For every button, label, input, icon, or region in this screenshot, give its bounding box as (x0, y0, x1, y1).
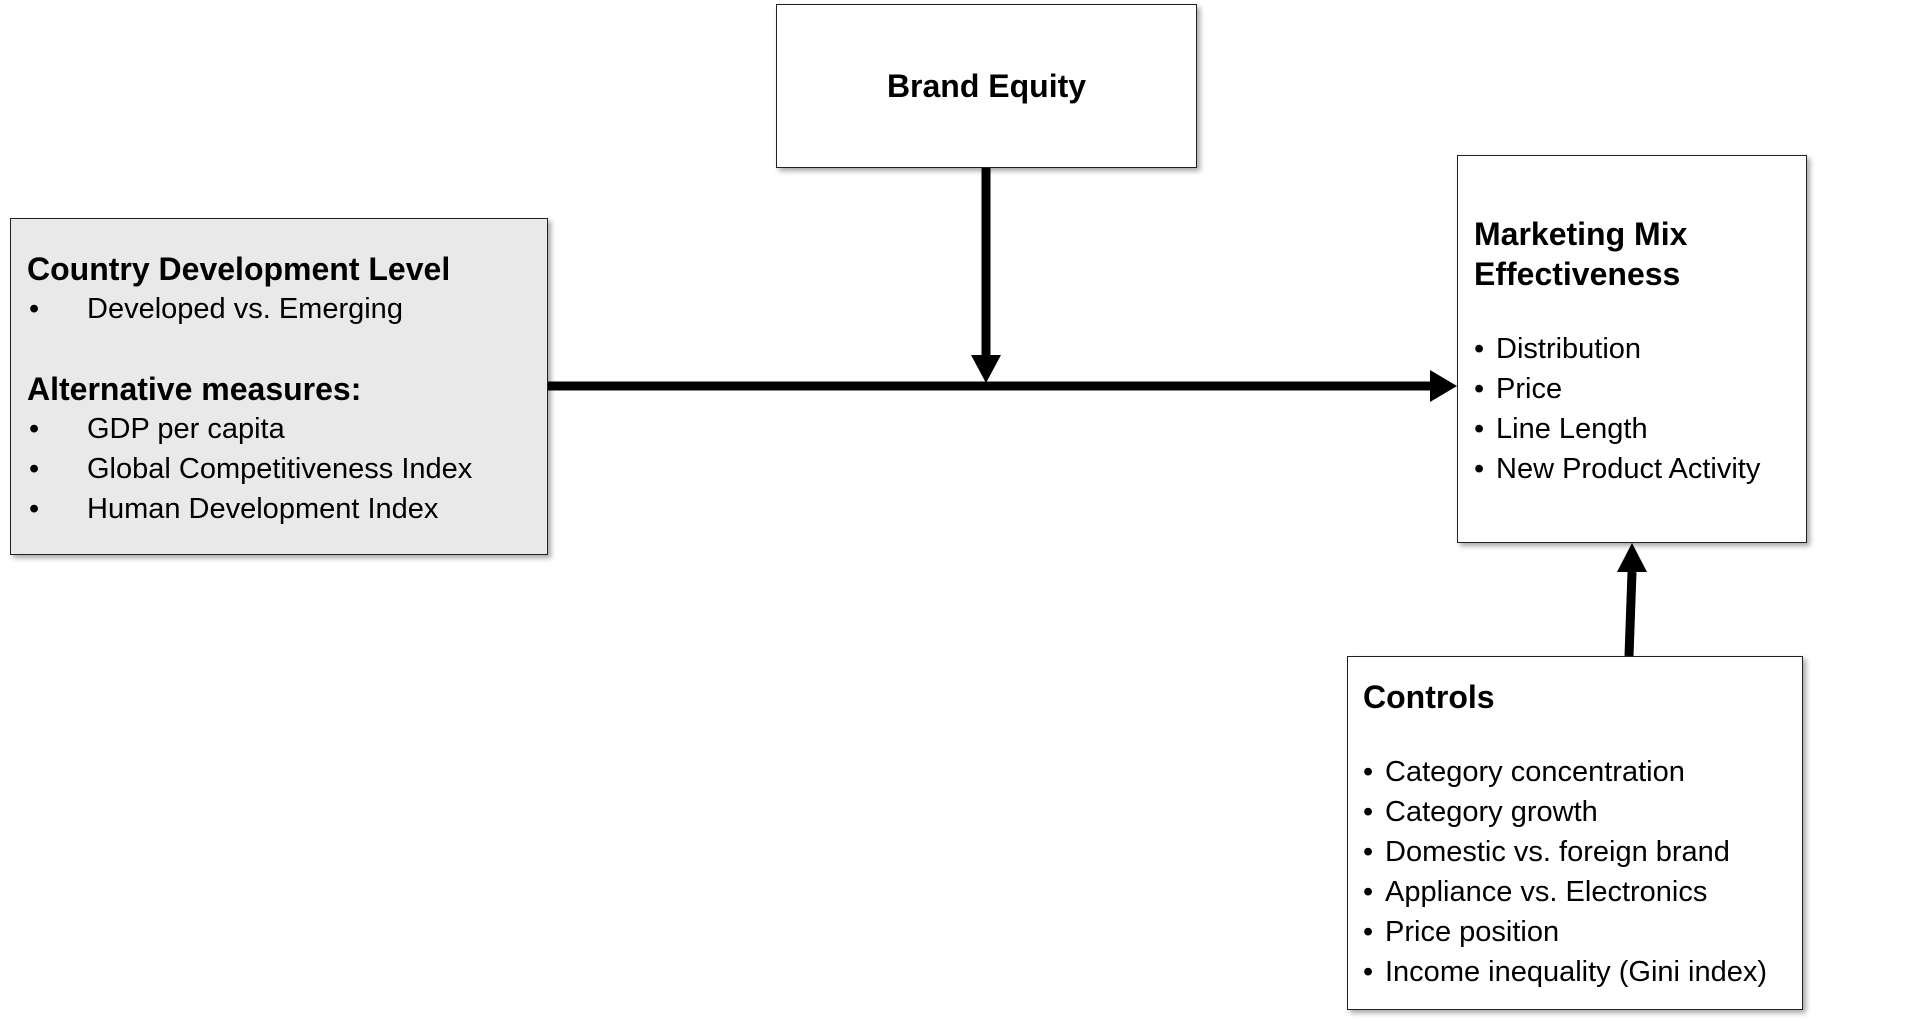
brand-equity-title: Brand Equity (886, 67, 1087, 104)
bullet: • (1474, 333, 1485, 365)
bullet: • (1474, 373, 1485, 405)
controls-arrow-line (1624, 571, 1637, 657)
bullet: • (1363, 876, 1374, 908)
list-item: • Income inequality (Gini index) (1363, 952, 1787, 992)
item-text: Line Length (1496, 413, 1648, 445)
list-item: • GDP per capita (27, 409, 531, 449)
item-text: GDP per capita (87, 413, 285, 445)
list-item: • Human Development Index (27, 489, 531, 529)
item-text: Distribution (1496, 333, 1642, 365)
item-text: Global Competitiveness Index (87, 453, 473, 485)
brand-equity-box: Brand Equity (776, 4, 1197, 168)
item-text: Category growth (1385, 796, 1598, 828)
marketing-mix-list: • Distribution • Price • Line Length • New P… (1474, 329, 1790, 489)
bullet: • (1363, 756, 1374, 788)
bullet: • (1363, 836, 1374, 868)
marketing-mix-box: Marketing Mix Effectiveness • Distributio… (1457, 155, 1807, 543)
controls-box: Controls • Category concentration • Catego… (1347, 656, 1803, 1010)
alternative-measures-list: • GDP per capita • Global Competitiveness … (27, 409, 531, 529)
country-development-box: Country Development Level • Developed vs.… (10, 218, 548, 555)
list-item: • Appliance vs. Electronics (1363, 872, 1787, 912)
bullet: • (29, 413, 40, 445)
bullet: • (29, 453, 40, 485)
list-item: • Category growth (1363, 792, 1787, 832)
controls-list: • Category concentration • Category growth… (1363, 752, 1787, 992)
controls-arrowhead (1617, 543, 1647, 572)
list-item: • New Product Activity (1474, 449, 1790, 489)
list-item: • Price (1474, 369, 1790, 409)
bullet: • (1474, 453, 1485, 485)
marketing-mix-title-line1: Marketing Mix (1474, 216, 1688, 252)
bullet: • (29, 493, 40, 525)
list-item: • Line Length (1474, 409, 1790, 449)
item-text: Appliance vs. Electronics (1385, 876, 1708, 908)
bullet: • (29, 293, 40, 325)
bullet: • (1474, 413, 1485, 445)
list-item: • Developed vs. Emerging (27, 289, 531, 329)
list-item: • Domestic vs. foreign brand (1363, 832, 1787, 872)
controls-title: Controls (1363, 679, 1495, 715)
item-text: Price position (1385, 916, 1560, 948)
list-item: • Category concentration (1363, 752, 1787, 792)
list-item: • Global Competitiveness Index (27, 449, 531, 489)
list-item: • Distribution (1474, 329, 1790, 369)
item-text: New Product Activity (1496, 453, 1761, 485)
item-text: Developed vs. Emerging (87, 293, 403, 325)
item-text: Human Development Index (87, 493, 439, 525)
bullet: • (1363, 916, 1374, 948)
list-item: • Price position (1363, 912, 1787, 952)
bullet: • (1363, 796, 1374, 828)
country-development-list: • Developed vs. Emerging (27, 289, 531, 329)
country-development-title: Country Development Level (27, 251, 451, 287)
item-text: Price (1496, 373, 1563, 405)
moderation-arrowhead (971, 355, 1001, 383)
item-text: Income inequality (Gini index) (1385, 956, 1768, 988)
bullet: • (1363, 956, 1374, 988)
alternative-measures-title: Alternative measures: (27, 371, 362, 407)
marketing-mix-title-line2: Effectiveness (1474, 256, 1681, 292)
main-effect-arrowhead (1430, 370, 1457, 402)
item-text: Category concentration (1385, 756, 1685, 788)
item-text: Domestic vs. foreign brand (1385, 836, 1730, 868)
